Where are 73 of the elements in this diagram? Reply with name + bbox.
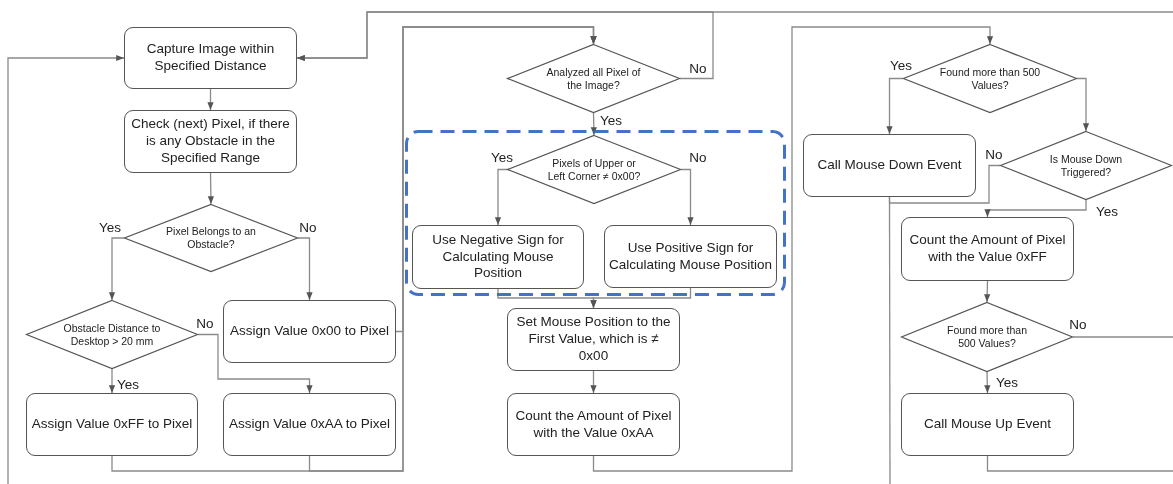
arrow: [1076, 77, 1090, 132]
step-text: Assign Value 0x00 to Pixel: [230, 323, 389, 340]
arrow: [207, 172, 214, 205]
step-text: Count the Amount of Pixel with the Value 0xFF: [908, 232, 1067, 266]
arrow: [680, 168, 694, 226]
edge-label: No: [1068, 318, 1088, 332]
edge-label: No: [984, 148, 1004, 162]
arrow: [984, 371, 991, 394]
step-text: Count the Amount of Pixel with the Value 0xAA: [514, 407, 673, 442]
process-box: [901, 393, 1074, 456]
process-box: [124, 110, 297, 173]
decision-diamond: [1000, 131, 1172, 200]
step-text: Analyzed all Pixel of the Image?: [545, 65, 642, 92]
arrow: [592, 26, 994, 472]
connector-line: [986, 455, 1173, 472]
edge-label: No: [298, 221, 318, 235]
step-text: Set Mouse Position to the First Value, which is ≠ 0x00: [515, 314, 672, 365]
arrow: [308, 26, 597, 472]
arrow: [296, 11, 1173, 62]
arrow: [590, 112, 597, 136]
process-box: [803, 134, 976, 197]
edge-label: Yes: [889, 59, 913, 73]
step-text: Use Positive Sign for Calculating Mouse Position: [609, 239, 772, 274]
edge-label: Yes: [1095, 205, 1119, 219]
arrow: [108, 237, 125, 301]
process-box: [901, 217, 1074, 281]
arrow: [7, 54, 125, 484]
arrow: [886, 77, 904, 135]
step-text: Is Mouse Down Triggered?: [1048, 152, 1124, 179]
step-text: Obstacle Distance to Desktop > 20 mm: [62, 321, 162, 348]
step-text: Call Mouse Up Event: [924, 416, 1051, 433]
edge-label: Yes: [995, 376, 1019, 390]
process-box: [223, 300, 396, 363]
decision-diamond: [124, 204, 298, 272]
step-text: Found more than 500 Values?: [939, 65, 1041, 92]
step-text: Capture Image within Specified Distance: [145, 41, 276, 75]
arrow: [108, 368, 116, 394]
step-text: Use Negative Sign for Calculating Mouse Position: [431, 231, 565, 283]
arrow: [984, 280, 991, 303]
step-text: Pixel Belongs to an Obstacle?: [165, 225, 257, 251]
edge-label: Yes: [490, 151, 514, 165]
step-text: Check (next) Pixel, if there is any Obstacle in the Specified Range: [130, 116, 291, 167]
arrow: [984, 199, 1087, 218]
step-text: Assign Value 0xAA to Pixel: [228, 416, 391, 433]
arrow: [494, 168, 508, 226]
process-box: [223, 393, 396, 456]
step-text: Pixels of Upper or Left Corner ≠ 0x00?: [546, 156, 642, 183]
edge-label: No: [688, 62, 708, 76]
connector-line: [1072, 336, 1173, 338]
dashed-group-box: [405, 130, 786, 296]
edge-label: No: [195, 317, 215, 331]
connector-line: [888, 164, 1001, 204]
process-box: [124, 27, 297, 89]
arrow: [297, 237, 313, 301]
arrow: [590, 287, 692, 309]
arrow: [207, 88, 214, 111]
edge-label: Yes: [599, 114, 623, 128]
process-box: [26, 393, 198, 456]
arrow: [197, 333, 313, 394]
step-text: Found more than 500 Values?: [946, 324, 1028, 350]
process-box: [507, 308, 680, 371]
process-box: [507, 393, 680, 456]
edge-label: Yes: [116, 378, 140, 392]
process-box: [604, 225, 777, 288]
decision-diamond: [507, 44, 680, 113]
edge-label: Yes: [98, 221, 122, 235]
step-text: Assign Value 0xFF to Pixel: [31, 416, 193, 433]
step-text: Call Mouse Down Event: [817, 157, 962, 174]
decision-diamond: [26, 300, 198, 369]
arrow: [590, 370, 597, 394]
connector-line: [888, 196, 891, 484]
edge-label: No: [688, 151, 708, 165]
process-box: [412, 225, 584, 289]
